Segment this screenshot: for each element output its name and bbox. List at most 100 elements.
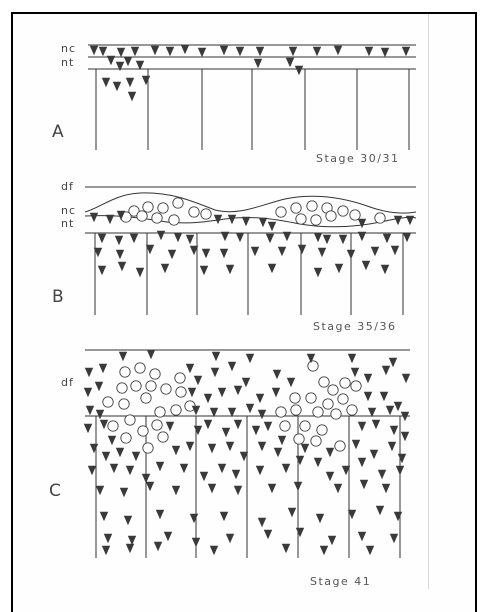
cell-triangle (375, 505, 385, 516)
cell-triangle (257, 517, 267, 528)
cell-triangle (382, 233, 392, 244)
panel-b-label-nt: nt (61, 217, 74, 230)
cell-triangle (233, 385, 243, 396)
cell-triangle (221, 427, 231, 438)
cell-triangle (361, 260, 371, 271)
crest-cell-circle (142, 201, 154, 213)
cell-triangle (131, 451, 141, 462)
cell-triangle (207, 443, 217, 454)
crest-cell-circle (275, 406, 287, 418)
cell-triangle (235, 232, 245, 243)
panel-a-cells (89, 44, 411, 102)
panel-a-fibers (95, 69, 410, 150)
cell-triangle (313, 232, 323, 243)
cell-triangle (94, 381, 104, 392)
cell-triangle (213, 214, 223, 225)
cell-triangle (231, 469, 241, 480)
cell-triangle (89, 45, 99, 56)
cell-triangle (209, 407, 219, 418)
cell-triangle (381, 365, 391, 376)
cell-triangle (363, 391, 373, 402)
cell-triangle (400, 411, 410, 422)
cell-triangle (97, 233, 107, 244)
panel-b-label-nc: nc (61, 204, 76, 217)
cell-triangle (193, 375, 203, 386)
crest-cell-circle (157, 202, 169, 214)
cell-triangle (400, 431, 410, 442)
cell-triangle (101, 545, 111, 556)
cell-triangle (105, 214, 115, 225)
cell-triangle (219, 511, 229, 522)
crest-cell-circle (337, 393, 349, 405)
cell-triangle (277, 246, 287, 257)
cell-triangle (370, 246, 380, 257)
crest-cell-circle (322, 398, 334, 410)
cell-triangle (297, 244, 307, 255)
cell-triangle (380, 264, 390, 275)
cell-triangle (251, 425, 261, 436)
crest-cell-circle (170, 404, 182, 416)
panel-a-label-nc: nc (61, 42, 76, 55)
cell-triangle (160, 263, 170, 274)
crest-cell-circle (151, 212, 163, 224)
crest-cell-circle (149, 368, 161, 380)
cell-triangle (118, 351, 128, 362)
cell-triangle (359, 479, 369, 490)
cell-triangle (282, 231, 292, 242)
cell-triangle (141, 75, 151, 86)
cell-triangle (101, 451, 111, 462)
panel-b-letter: B (52, 287, 64, 307)
cell-triangle (285, 57, 295, 68)
neural-crest-diagram: nc nt A Stage 30/31 df nc nt B Stage 35/… (49, 42, 417, 588)
cell-triangle (187, 387, 197, 398)
cell-triangle (389, 533, 399, 544)
panel-b-nc-boundary (84, 215, 417, 228)
cell-triangle (347, 509, 357, 520)
cell-triangle (95, 409, 105, 420)
cell-triangle (253, 58, 263, 69)
cell-triangle (306, 353, 316, 364)
panel-b-cells (89, 210, 415, 278)
cell-triangle (193, 425, 203, 436)
cell-triangle (273, 447, 283, 458)
cell-triangle (89, 212, 99, 223)
cell-triangle (333, 45, 343, 56)
cell-triangle (165, 46, 175, 57)
cell-triangle (367, 407, 377, 418)
cell-triangle (203, 393, 213, 404)
cell-triangle (191, 405, 201, 416)
panel-b: df nc nt B Stage 35/36 (52, 180, 417, 333)
crest-cell-circle (318, 376, 330, 388)
cell-triangle (387, 441, 397, 452)
cell-triangle (130, 46, 140, 57)
crest-cell-circle (290, 202, 302, 214)
cell-triangle (402, 232, 412, 243)
cell-triangle (351, 439, 361, 450)
crest-cell-circle (157, 431, 169, 443)
cell-triangle (286, 377, 296, 388)
panel-b-fibers (94, 233, 404, 315)
cell-triangle (85, 405, 95, 416)
crest-cell-circle (120, 432, 132, 444)
cell-triangle (191, 537, 201, 548)
cell-triangle (233, 419, 243, 430)
panel-a-letter: A (52, 122, 64, 142)
cell-triangle (207, 483, 217, 494)
cell-triangle (313, 457, 323, 468)
crest-cell-circle (116, 382, 128, 394)
cell-triangle (109, 463, 119, 474)
cell-triangle (389, 425, 399, 436)
cell-triangle (267, 263, 277, 274)
cell-triangle (390, 245, 400, 256)
cell-triangle (325, 471, 335, 482)
cell-triangle (201, 248, 211, 259)
cell-triangle (114, 235, 124, 246)
crest-cell-circle (134, 362, 146, 374)
crest-cell-circle (107, 420, 119, 432)
cell-triangle (145, 481, 155, 492)
cell-triangle (219, 45, 229, 56)
panel-c-label-df: df (61, 376, 74, 389)
panel-c-cells (83, 349, 411, 556)
cell-triangle (281, 543, 291, 554)
cell-triangle (385, 405, 395, 416)
